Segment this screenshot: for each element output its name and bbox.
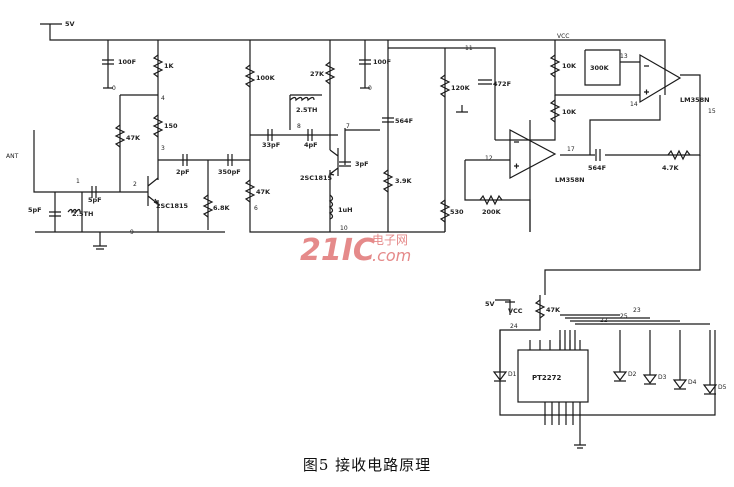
node-number: 14 — [630, 101, 638, 108]
label-l-in: 2.5TH — [72, 210, 93, 218]
label-r-120k: 120K — [451, 84, 471, 92]
label-r-300k-a: 300K — [590, 64, 610, 72]
label-q1: 2SC1815 — [156, 202, 189, 210]
bottom-vcc-label: VCC — [508, 307, 523, 315]
label-c-mid: 5pF — [88, 196, 102, 204]
component-labels: 5pF 2.5TH 5pF 100F 1K 47K 150 2SC1815 2p… — [28, 58, 710, 382]
label-r-47k-b: 47K — [256, 188, 271, 196]
label-r-47k: 47K — [126, 134, 141, 142]
label-r-100k: 100K — [256, 74, 276, 82]
label-l-2-5th: 2.5TH — [296, 106, 317, 114]
node-number: 22 — [600, 317, 608, 324]
label-c-100f-a: 100F — [118, 58, 136, 66]
node-number: 0 — [368, 85, 372, 92]
label-r-1k: 1K — [164, 62, 175, 70]
node-number: 8 — [297, 123, 301, 130]
led-label-3: D3 — [658, 374, 667, 381]
watermark-21ic: 21IC 电子网 .com — [300, 233, 411, 268]
led-labels: D1 D2 D3 D4 D5 — [508, 371, 727, 391]
label-l-1uh: 1uH — [338, 206, 353, 214]
led-symbols — [492, 371, 718, 395]
label-c-2pf: 2pF — [176, 168, 190, 176]
label-c-100f-b: 100F — [373, 58, 391, 66]
led-label-4: D4 — [688, 379, 697, 386]
label-op-bot: LM358N — [555, 176, 585, 184]
label-c-33pf: 33pF — [262, 141, 280, 149]
capacitor-symbols — [49, 59, 601, 217]
label-c-3pf: 3pF — [355, 160, 369, 168]
supply-vcc-label: VCC — [557, 33, 569, 40]
node-number: 11 — [465, 45, 473, 52]
bottom-5v-label: 5V — [485, 300, 495, 308]
supply-5v-label: 5V — [65, 20, 75, 28]
led-label-1: D1 — [508, 371, 517, 378]
node-number: 17 — [567, 146, 575, 153]
node-number: 2 — [133, 181, 137, 188]
resistor-symbols — [114, 54, 691, 319]
figure-caption: 图5 接收电路原理 — [302, 456, 432, 474]
node-number: 24 — [510, 323, 518, 330]
node-number: 7 — [346, 123, 350, 130]
node-number: 0 — [112, 85, 116, 92]
node-number: 1 — [76, 178, 80, 185]
watermark-brand: 21IC — [300, 233, 375, 268]
inductor-symbols — [67, 96, 334, 220]
component-symbols — [49, 53, 718, 403]
label-c-472f: 472F — [493, 80, 511, 88]
transistor-q2-symbol — [328, 148, 339, 176]
label-c-350pf: 350pF — [218, 168, 241, 176]
label-r-3-9k: 3.9K — [395, 177, 413, 185]
label-r-47k-c: 47K — [546, 306, 561, 314]
label-r-27k: 27K — [310, 70, 325, 78]
opamp-bottom-symbol — [509, 129, 557, 179]
label-r-200k: 200K — [482, 208, 502, 216]
node-number: 3 — [161, 145, 165, 152]
label-r-530: 530 — [450, 208, 464, 216]
watermark-dom: .com — [372, 246, 411, 265]
label-q2: 2SC1815 — [300, 174, 333, 182]
label-r-10k-b: 10K — [562, 108, 577, 116]
label-r-6-8k: 6.8K — [213, 204, 231, 212]
label-op-top: LM358N — [680, 96, 710, 104]
node-number: 25 — [620, 313, 628, 320]
pt2272-ic-body — [517, 349, 589, 403]
antenna-label: ANT — [6, 153, 19, 160]
label-c-in: 5pF — [28, 206, 42, 214]
led-label-2: D2 — [628, 371, 637, 378]
label-ic-pt2272: PT2272 — [532, 374, 562, 382]
node-number: 13 — [620, 53, 628, 60]
label-r-4-7k: 4.7K — [662, 164, 680, 172]
opamp-top-symbol — [639, 53, 682, 104]
node-number: 9 — [130, 229, 134, 236]
node-number: 10 — [340, 225, 348, 232]
label-r-10k-a: 10K — [562, 62, 577, 70]
node-numbers: 1 2 3 4 6 7 8 9 10 11 12 13 14 15 17 22 … — [76, 45, 716, 330]
node-number: 15 — [708, 108, 716, 115]
led-label-5: D5 — [718, 384, 727, 391]
node-number: 6 — [254, 205, 258, 212]
label-c-4pf: 4pF — [304, 141, 318, 149]
node-number: 4 — [161, 95, 165, 102]
watermark-cn: 电子网 — [372, 233, 408, 247]
label-r-150: 150 — [164, 122, 178, 130]
node-number: 12 — [485, 155, 493, 162]
node-number: 23 — [633, 307, 641, 314]
supply-labels: 5V VCC 5V VCC ANT — [6, 20, 569, 315]
wires — [33, 23, 716, 449]
label-c-564f-b: 564F — [588, 164, 606, 172]
transistor-q1-symbol — [147, 176, 160, 206]
label-c-564f: 564F — [395, 117, 413, 125]
